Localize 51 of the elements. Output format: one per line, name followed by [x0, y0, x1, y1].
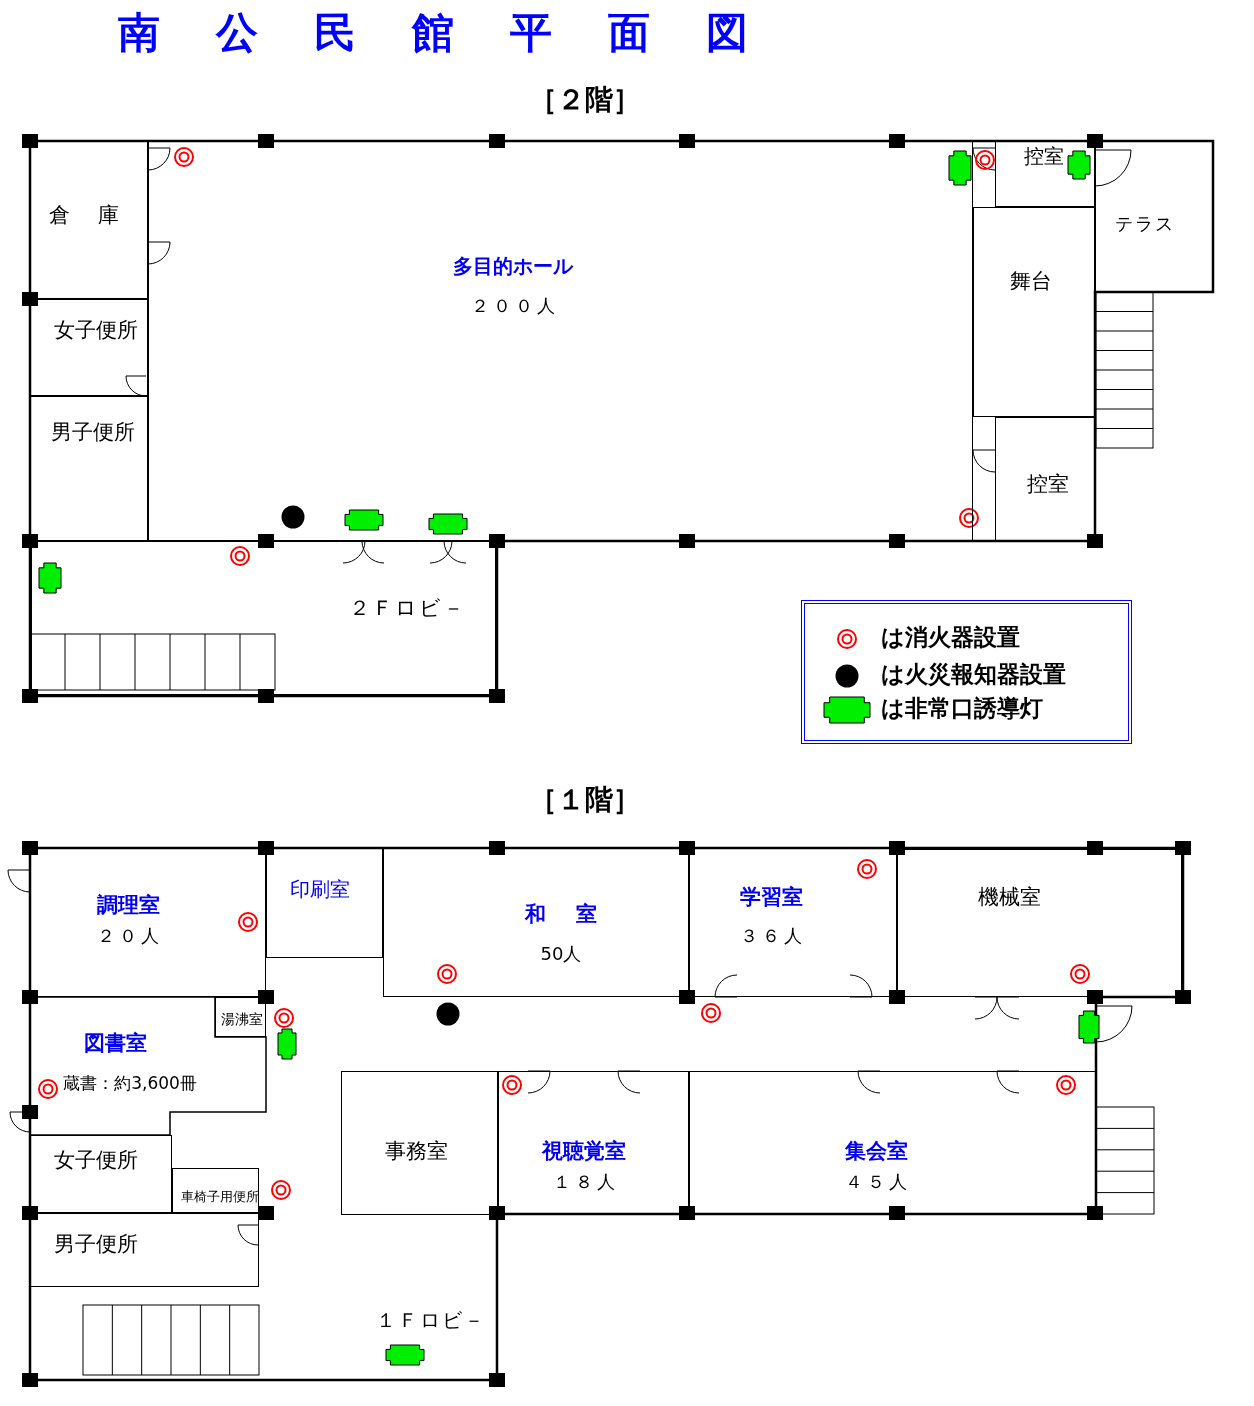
- room-name: １Ｆロビ－: [376, 1309, 486, 1331]
- legend-text: は消火器設置: [881, 625, 1020, 651]
- room-name: 調理室: [96, 894, 160, 918]
- room-name: 集会室: [844, 1140, 908, 1164]
- room-name: 車椅子用便所: [181, 1189, 259, 1205]
- room: [341, 1071, 498, 1215]
- room-name: 機械室: [977, 886, 1041, 910]
- room-name: 舞台: [1010, 270, 1052, 294]
- capacity-label: ４５人: [845, 1172, 911, 1192]
- room: [172, 1168, 259, 1213]
- room-name: 学習室: [739, 886, 803, 910]
- floor-heading: ［１階］: [529, 784, 641, 816]
- room-name: 湯沸室: [221, 1012, 263, 1028]
- room: [995, 141, 1095, 207]
- room-name: テラス: [1115, 214, 1175, 234]
- capacity-label: １８人: [553, 1172, 619, 1192]
- room: [215, 997, 266, 1037]
- room-name: 多目的ホール: [453, 255, 573, 277]
- room-name: 視聴覚室: [542, 1140, 626, 1164]
- room-name: ２Ｆロビ－: [348, 597, 466, 621]
- room-name: 控室: [1027, 473, 1069, 497]
- room: [383, 848, 689, 997]
- room: [30, 1135, 172, 1213]
- room: [30, 396, 148, 541]
- room-name: 倉庫: [49, 204, 147, 228]
- capacity-label: 50人: [540, 944, 582, 964]
- room: [995, 417, 1095, 541]
- room-name: 事務室: [384, 1140, 448, 1164]
- room-name: 和室: [525, 903, 627, 927]
- floor-heading: ［２階］: [529, 84, 641, 116]
- room: [266, 848, 383, 958]
- capacity-label: ２００人: [471, 296, 559, 316]
- capacity-label: ３６人: [740, 926, 806, 946]
- plan-title: 南公民館平面図: [118, 10, 804, 57]
- room-name: 女子便所: [54, 1149, 138, 1173]
- capacity-label: ２０人: [97, 926, 163, 946]
- room-name: 男子便所: [51, 421, 135, 445]
- room: [973, 207, 1095, 417]
- room: [897, 849, 1182, 997]
- room-name: 控室: [1024, 145, 1064, 167]
- room: [148, 141, 973, 541]
- room-name: 男子便所: [54, 1233, 138, 1257]
- legend-text: は火災報知器設置: [881, 662, 1066, 688]
- room: [31, 541, 496, 695]
- room-name: 印刷室: [290, 878, 350, 900]
- room-name: 図書室: [83, 1032, 147, 1056]
- room: [30, 1213, 259, 1287]
- room: [30, 299, 148, 396]
- collection-note: 蔵書：約3,600冊: [63, 1073, 197, 1093]
- room-name: 女子便所: [54, 319, 138, 343]
- legend-text: は非常口誘導灯: [881, 696, 1043, 722]
